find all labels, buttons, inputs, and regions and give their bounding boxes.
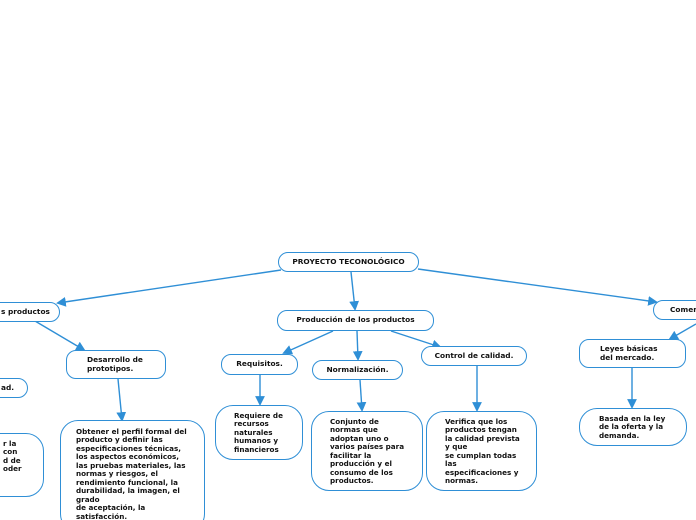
normalizacion-detail-node[interactable]: Conjunto de normas que adoptan uno o var… [311, 411, 423, 491]
leyes-node[interactable]: Leyes básicas del mercado. [579, 339, 686, 368]
partial-left-detail-node[interactable]: r la con d de oder [0, 433, 44, 497]
edge-root-to-left [56, 269, 282, 307]
branch-left-node[interactable]: s productos [0, 302, 60, 322]
branch-center-label: Producción de los productos [296, 315, 415, 325]
partial-left-label: ad. [1, 382, 15, 392]
requisitos-label: Requisitos. [236, 359, 283, 369]
branch-left-label: s productos [1, 306, 50, 316]
edge-center-to-normalizacion [352, 330, 363, 361]
edge-left-to-desarrollo [34, 320, 86, 351]
normalizacion-node[interactable]: Normalización. [312, 360, 403, 380]
branch-right-label: Comerc [670, 304, 696, 314]
control-detail-text: Verifica que los productos tengan la cal… [445, 417, 520, 486]
normalizacion-detail-text: Conjunto de normas que adoptan uno o var… [330, 417, 405, 486]
control-detail-node[interactable]: Verifica que los productos tengan la cal… [426, 411, 537, 491]
desarrollo-detail-node[interactable]: Obtener el perfil formal del producto y … [60, 420, 205, 520]
partial-left-detail-text: r la con d de oder [3, 439, 22, 474]
branch-right-node[interactable]: Comerc [653, 300, 696, 320]
root-node[interactable]: PROYECTO TECONOLÓGICO [278, 252, 419, 272]
leyes-detail-node[interactable]: Basada en la ley de la oferta y la deman… [579, 408, 687, 446]
control-node[interactable]: Control de calidad. [421, 346, 527, 366]
desarrollo-label: Desarrollo de prototipos. [87, 354, 143, 373]
leyes-detail-text: Basada en la ley de la oferta y la deman… [599, 414, 666, 440]
partial-left-node[interactable]: ad. [0, 378, 28, 398]
edge-desarrollo-to-detail [116, 378, 127, 422]
requisitos-node[interactable]: Requisitos. [221, 354, 298, 375]
edge-right-to-leyes [668, 323, 696, 340]
edge-root-to-right [417, 268, 658, 306]
desarrollo-detail-text: Obtener el perfil formal del producto y … [76, 427, 187, 520]
branch-center-node[interactable]: Producción de los productos [277, 310, 434, 331]
edge-normalizacion-to-detail [356, 379, 367, 412]
leyes-label: Leyes básicas del mercado. [600, 343, 658, 362]
edge-center-to-requisitos [282, 330, 334, 355]
root-label: PROYECTO TECONOLÓGICO [292, 256, 405, 266]
normalizacion-label: Normalización. [326, 364, 389, 374]
requisitos-detail-node[interactable]: Requiere de recursos naturales humanos y… [215, 405, 303, 460]
control-label: Control de calidad. [434, 350, 514, 360]
desarrollo-node[interactable]: Desarrollo de prototipos. [66, 350, 166, 379]
edge-center-to-control [390, 330, 442, 350]
edge-root-to-center [349, 271, 360, 311]
requisitos-detail-text: Requiere de recursos naturales humanos y… [234, 411, 283, 454]
